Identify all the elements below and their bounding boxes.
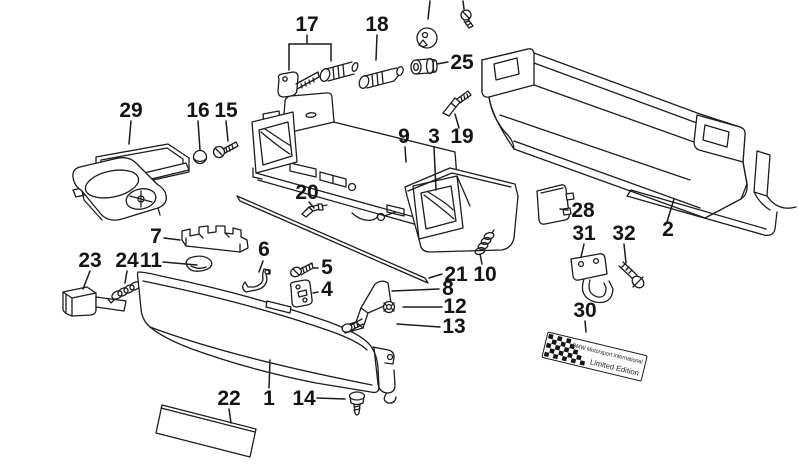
leader-line-14: [316, 397, 346, 400]
part-label-15: 15: [214, 99, 238, 122]
leader-line-19: [454, 113, 460, 129]
leader-line-11: [162, 261, 198, 266]
leader-line-16: [197, 120, 201, 151]
part-label-3: 3: [428, 125, 440, 148]
part-24-spring: [111, 281, 141, 300]
part-label-28: 28: [571, 199, 595, 222]
part-12-nut: [382, 300, 396, 314]
part-label-29: 29: [119, 99, 142, 122]
part-4-striker-plate: [289, 279, 313, 308]
leader-line-9: [404, 146, 407, 163]
part-23-lock-button: [62, 286, 127, 317]
leader-line-25: [436, 61, 449, 65]
leader-line-29: [128, 120, 132, 145]
part-label-4: 4: [321, 278, 333, 301]
part-22-trim-strip: [155, 404, 257, 458]
part-3-housing: [404, 167, 519, 253]
part-15-screw: [212, 141, 239, 159]
part-30-limited-edition-sticker: BMW Motorsport International Limited Edi…: [541, 331, 648, 382]
part-label-22: 22: [217, 387, 240, 410]
part-1-glovebox-door: [136, 271, 380, 394]
leader-line-23: [82, 270, 91, 290]
leader-line-3: [433, 146, 437, 191]
part-label-13: 13: [442, 315, 465, 338]
offscreen-leader-0: [427, 0, 431, 20]
part-18-lock-cylinder: [358, 65, 404, 89]
part-label-10: 10: [473, 263, 496, 286]
part-28-retainer-plate: [536, 184, 575, 225]
leader-line-4: [312, 291, 319, 294]
grommet-disc: [416, 27, 438, 49]
leader-line-13: [396, 323, 441, 328]
part-6-hook: [242, 268, 271, 293]
leader-line-32: [623, 243, 627, 264]
part-20-pin: [301, 203, 328, 218]
door-latch-strap: [372, 346, 397, 404]
part-2-storage-tray: [481, 48, 797, 237]
part-label-7: 7: [150, 225, 162, 248]
part-label-21: 21: [444, 263, 468, 286]
part-label-32: 32: [612, 222, 635, 245]
part-label-11: 11: [140, 249, 163, 272]
leader-line-8: [391, 288, 440, 292]
leader-line-15: [225, 120, 229, 142]
part-label-17: 17: [295, 13, 318, 36]
part-label-9: 9: [398, 125, 410, 148]
leader-line-6: [258, 260, 264, 273]
part-label-30: 30: [573, 299, 596, 322]
part-label-12: 12: [443, 295, 466, 318]
part-29-cupholder-tray: [72, 143, 190, 221]
leader-line-1: [268, 359, 271, 389]
part-32-screw: [618, 261, 645, 289]
part-14-screw: [348, 391, 366, 416]
checkered-flag-pattern: [543, 333, 586, 366]
part-17-key-and-lock: [277, 61, 359, 98]
part-label-18: 18: [365, 13, 389, 36]
part-label-31: 31: [572, 222, 596, 245]
leader-line-20: [308, 201, 315, 209]
part-label-23: 23: [78, 249, 101, 272]
part-label-8: 8: [442, 277, 454, 300]
part-10-spring: [474, 229, 495, 256]
leader-line-2: [666, 198, 675, 223]
leader-line-31: [580, 243, 585, 258]
part-label-5: 5: [321, 256, 333, 279]
part-label-14: 14: [292, 387, 316, 410]
top-screw: [460, 9, 474, 29]
part-label-16: 16: [186, 99, 209, 122]
part-label-25: 25: [450, 51, 474, 74]
part-19-rivet: [442, 90, 472, 117]
part-label-24: 24: [115, 249, 139, 272]
leader-line-24: [124, 270, 128, 284]
part-label-6: 6: [258, 238, 270, 261]
part-7-hinge-rail: [181, 225, 249, 253]
part-label-20: 20: [295, 181, 318, 204]
part-25-bushing: [410, 57, 438, 75]
part-5-screw: [290, 262, 314, 278]
part-11-cover-cap: [185, 255, 213, 272]
leader-line-28: [559, 208, 569, 211]
offscreen-leader-1: [462, 0, 465, 10]
part-label-1: 1: [263, 387, 275, 410]
part-31-hook-bracket: [570, 253, 614, 304]
hinge-arm-screw: [341, 318, 364, 333]
part-label-2: 2: [662, 218, 674, 241]
part-21-seal-strip: [236, 195, 429, 284]
part-16-cap: [192, 149, 208, 165]
leader-line-22: [228, 408, 232, 424]
leader-line-21: [428, 273, 443, 279]
leader-line-10: [479, 253, 483, 265]
part-label-19: 19: [450, 125, 473, 148]
leader-line-18: [375, 34, 378, 61]
diagram-line-art: BMW Motorsport International Limited Edi…: [62, 9, 797, 458]
leader-line-30: [584, 320, 587, 333]
leader-line-7: [163, 237, 181, 241]
